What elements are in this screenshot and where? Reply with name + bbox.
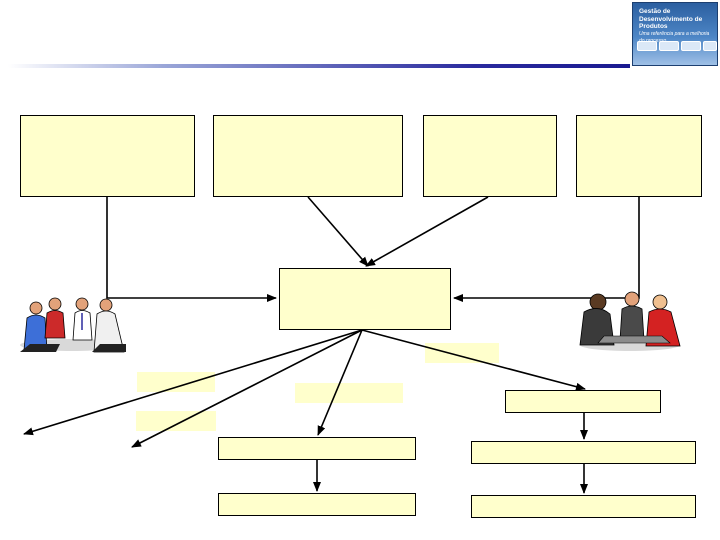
header-rule — [8, 64, 630, 68]
output-box-right-3 — [471, 495, 696, 518]
input-box-1 — [20, 115, 195, 197]
label-patch-2 — [137, 372, 215, 392]
input-box-4 — [576, 115, 702, 197]
team-meeting-icon — [20, 297, 126, 353]
output-box-right-2 — [471, 441, 696, 464]
label-patch-3 — [295, 383, 403, 403]
logo-title-line1: Gestão de — [639, 8, 671, 15]
film-reel-icon — [637, 41, 657, 51]
connector-right-input — [453, 197, 640, 302]
arrow-out-far-left — [23, 329, 363, 436]
output-box-middle-2 — [218, 493, 416, 516]
logo-title-line2: Desenvolvimento de Produtos — [639, 15, 703, 31]
connector-left-input — [106, 197, 277, 302]
output-box-middle-1 — [218, 437, 416, 460]
film-reel-icon — [703, 41, 717, 51]
film-reel-icon — [681, 41, 701, 51]
arrow-out-right — [361, 329, 586, 391]
central-process-box — [279, 268, 451, 330]
logo: Gestão de Desenvolvimento de Produtos Um… — [632, 2, 718, 66]
arrow-out-middle — [317, 329, 363, 436]
label-patch-4 — [136, 411, 216, 431]
input-box-3 — [423, 115, 557, 197]
input-box-2 — [213, 115, 403, 197]
business-meeting-icon — [579, 291, 681, 351]
arrow-box2-to-central — [307, 196, 369, 267]
arrow-out-left — [131, 329, 363, 448]
arrow-box3-to-central — [365, 196, 489, 267]
film-reel-icon — [659, 41, 679, 51]
label-patch-1 — [425, 343, 499, 363]
